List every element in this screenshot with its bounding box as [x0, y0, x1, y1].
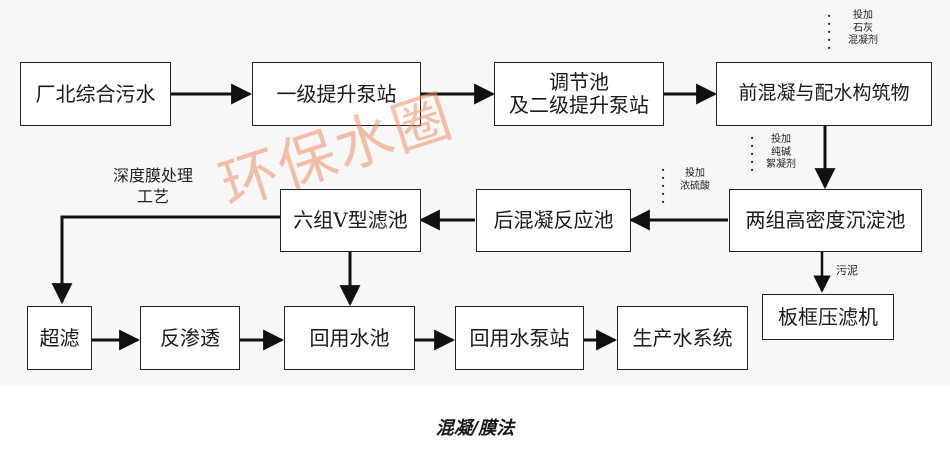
- note-dose-pre: 投加 石灰 混凝剂: [848, 10, 878, 46]
- node-regulating-pool: 调节池 及二级提升泵站: [494, 62, 664, 126]
- node-production-water: 生产水系统: [617, 306, 748, 370]
- node-ultrafiltration: 超滤: [27, 306, 92, 370]
- node-reverse-osmosis: 反渗透: [140, 306, 240, 370]
- note-sludge: 污泥: [836, 264, 858, 277]
- node-v-filter: 六组V型滤池: [280, 189, 421, 252]
- note-dose-sed: 投加 纯碱 絮凝剂: [766, 134, 796, 170]
- dose-marker-sed: ·····: [750, 131, 755, 177]
- node-primary-pump: 一级提升泵站: [252, 62, 421, 126]
- node-reuse-pool: 回用水池: [284, 306, 415, 370]
- arrow-vfilter-to-ultrafiltration: [51, 215, 280, 305]
- connector-layer: [51, 83, 836, 351]
- node-sedimentation: 两组高密度沉淀池: [729, 189, 922, 252]
- node-filter-press: 板框压滤机: [762, 294, 894, 340]
- node-raw-water: 厂北综合污水: [20, 62, 171, 126]
- label-membrane-process: 深度膜处理 工艺: [112, 166, 193, 206]
- process-flow-diagram: 厂北综合污水 一级提升泵站 调节池 及二级提升泵站 前混凝与配水构筑物 两组高密…: [20, 9, 932, 370]
- figure-caption: 混凝/膜法: [435, 418, 515, 439]
- node-pre-coagulation: 前混凝与配水构筑物: [716, 62, 932, 126]
- node-reuse-pump: 回用水泵站: [455, 306, 584, 370]
- dose-marker-pre: ·····: [827, 9, 832, 55]
- note-dose-acid: 投加 浓硫酸: [680, 168, 710, 192]
- node-post-coagulation: 后混凝反应池: [476, 189, 631, 252]
- dose-marker-acid: ·····: [661, 163, 666, 209]
